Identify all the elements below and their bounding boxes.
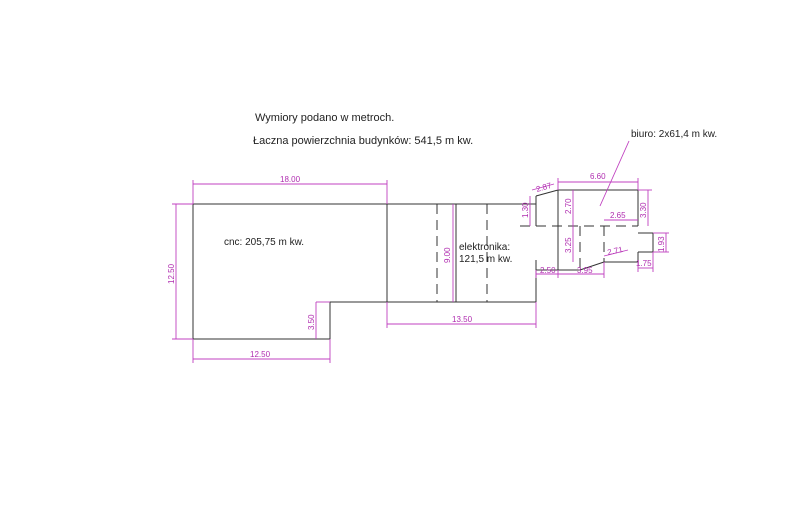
- dimension-13-50: [386, 302, 537, 328]
- dimension-1-75: [637, 252, 654, 272]
- dimension-2-65-label: 2.65: [610, 211, 626, 220]
- dimension-12-50-left-label: 12.50: [167, 263, 176, 284]
- dimension-1-30-label: 1.30: [521, 202, 530, 218]
- dimension-3-95-label: 3.95: [577, 266, 593, 275]
- dimension-9-00-label: 9.00: [443, 247, 452, 263]
- dimension-2-71: [603, 249, 629, 257]
- dimension-2-87: [531, 183, 555, 191]
- dimension-13-50-label: 13.50: [452, 315, 473, 324]
- units-note: Wymiory podano w metroch.: [255, 112, 394, 124]
- dimension-3-95: [558, 262, 605, 278]
- dimension-1-93: [653, 232, 669, 253]
- dimension-18: [192, 180, 388, 204]
- total-area-note: Łaczna powierzchnia budynków: 541,5 m kw…: [253, 135, 473, 147]
- electronics-label-line1: elektronika:: [459, 242, 510, 253]
- dimension-12-50-bottom: [192, 339, 331, 363]
- office-block: [520, 189, 654, 271]
- electronics-hall: [387, 203, 537, 303]
- dimension-12-50-left: [172, 203, 193, 340]
- dimension-3-25-label: 3.25: [564, 237, 573, 253]
- dimension-12-50-bottom-label: 12.50: [250, 350, 271, 359]
- dimension-6-60: [557, 178, 639, 190]
- office-leader-line: [599, 140, 630, 207]
- dimension-3-30-label: 3.30: [639, 202, 648, 218]
- dimension-3-50: [315, 301, 330, 339]
- office-area-label: biuro: 2x61,4 m kw.: [631, 129, 717, 140]
- dimension-2-50-label: 2.50: [540, 266, 556, 275]
- dimension-1-75-label: 1.75: [636, 259, 652, 268]
- dimension-2-87-label: 2.87: [535, 181, 553, 194]
- dimension-3-50-label: 3.50: [307, 314, 316, 330]
- dimension-2-70-label: 2.70: [564, 198, 573, 214]
- cnc-hall: [192, 203, 388, 340]
- dimension-6-60-label: 6.60: [590, 172, 606, 181]
- dimension-18-label: 18.00: [280, 175, 301, 184]
- dimension-2-71-label: 2.71: [607, 245, 625, 257]
- electronics-label-line2: 121,5 m kw.: [459, 254, 512, 265]
- cnc-area-label: cnc: 205,75 m kw.: [224, 237, 304, 248]
- dimension-3-30: [638, 189, 652, 226]
- dimension-1-93-label: 1.93: [657, 236, 666, 252]
